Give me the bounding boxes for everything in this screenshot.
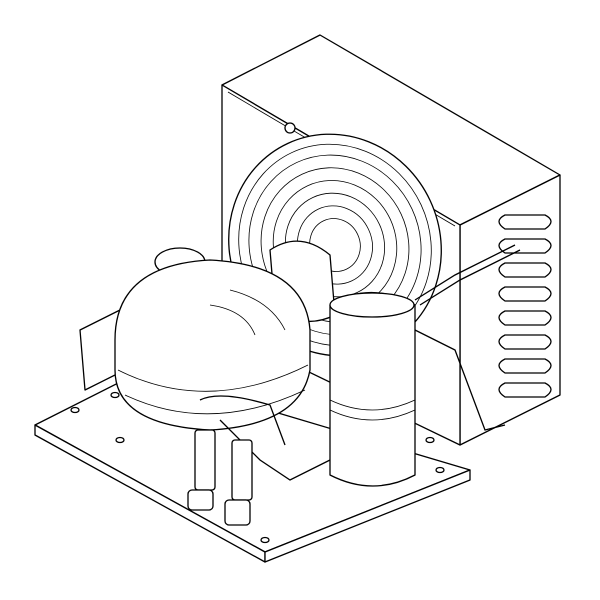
coil-bend [498, 262, 552, 278]
mounting-hole [260, 536, 270, 544]
mounting-hole [115, 436, 125, 444]
service-valves [187, 429, 253, 526]
coil-bend [498, 382, 552, 398]
mounting-hole [435, 466, 445, 474]
mounting-hole [70, 406, 80, 414]
coil-bend [498, 214, 552, 230]
coil-bend [498, 358, 552, 374]
coil-bend [498, 238, 552, 254]
coil-bend [498, 334, 552, 350]
mounting-hole [110, 391, 120, 399]
bolt-icon [284, 122, 296, 134]
condenser-coil [498, 214, 552, 398]
coil-bend [498, 310, 552, 326]
mounting-hole [425, 436, 435, 444]
coil-bend [498, 286, 552, 302]
liquid-receiver [329, 291, 416, 487]
compressor [79, 247, 311, 431]
